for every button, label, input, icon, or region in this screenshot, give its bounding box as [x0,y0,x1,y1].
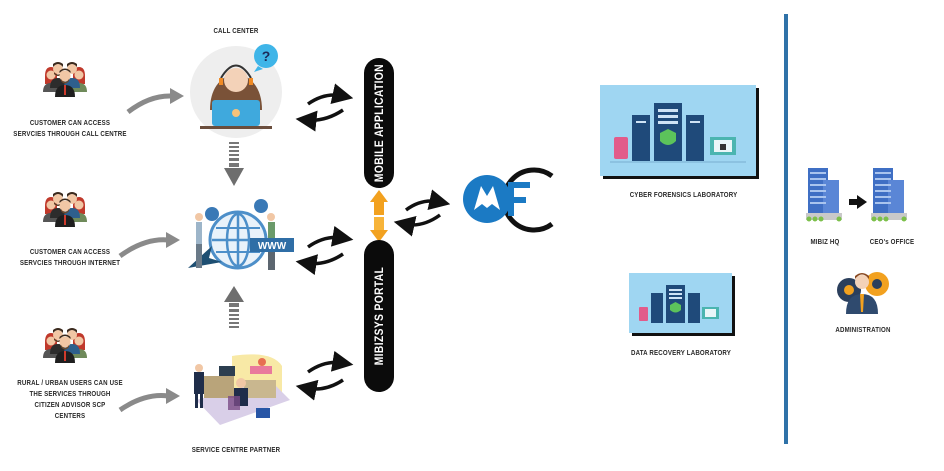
office-desk-icon [194,354,290,425]
mobile-application-pill[interactable]: MOBILE APPLICATION [364,58,394,188]
data-recovery-lab-label: DATA RECOVERY LABORATORY [630,348,732,357]
administration-label: ADMINISTRATION [835,325,891,334]
globe-www-icon [188,199,294,270]
mibiz-hq-label: MIBIZ HQ [810,237,840,246]
sync-arrows-icon [295,350,354,401]
data-recovery-lab-card [629,273,732,333]
service-centre-partner-label: SERVICE CENTRE PARTNER [191,445,281,454]
orange-bidirectional-arrow-icon [370,190,388,242]
ceo-office-label: CEO's OFFICE [869,237,915,246]
arrow-right-icon [849,195,867,209]
customer-internet-label: CUSTOMER CAN ACCESS SERVCIES THROUGH INT… [19,247,121,267]
customer-group-icon [43,62,87,97]
server-security-icon [639,285,719,323]
grey-dashed-arrow-down-icon [224,142,244,186]
mibizsys-portal-label: MIBIZSYS PORTAL [372,266,386,366]
administration-icon [837,272,889,314]
call-center-label: CALL CENTER [213,26,259,35]
grey-dashed-arrow-up-icon [224,286,244,328]
cyber-forensics-lab-label: CYBER FORENSICS LABORATORY [629,190,738,199]
cyber-forensics-lab-card [600,85,756,176]
section-divider-line [784,14,788,444]
grey-curved-arrow-icon [118,388,180,413]
www-badge-text: WWW [258,241,287,252]
sync-arrows-icon [295,225,354,276]
rural-urban-users-label: RURAL / URBAN USERS CAN USE THE SERVICES… [17,378,123,420]
svg-text:?: ? [262,48,271,64]
mibiz-hq-building-icon [806,168,842,222]
mibizsys-portal-pill[interactable]: MIBIZSYS PORTAL [364,240,394,392]
customer-group-icon [43,192,87,227]
server-security-icon [610,103,746,163]
sync-arrows-icon [295,83,354,132]
grey-curved-arrow-icon [126,88,184,114]
customer-call-centre-label: CUSTOMER CAN ACCESS SERVCIES THROUGH CAL… [13,118,127,138]
grey-curved-arrow-icon [118,232,180,259]
mobile-application-label: MOBILE APPLICATION [372,63,386,183]
ceo-office-building-icon [871,168,907,222]
mfc-logo-icon [463,167,554,233]
call-center-agent-icon: ? [190,44,282,138]
customer-group-icon [43,328,87,363]
sync-arrows-icon [393,189,451,237]
